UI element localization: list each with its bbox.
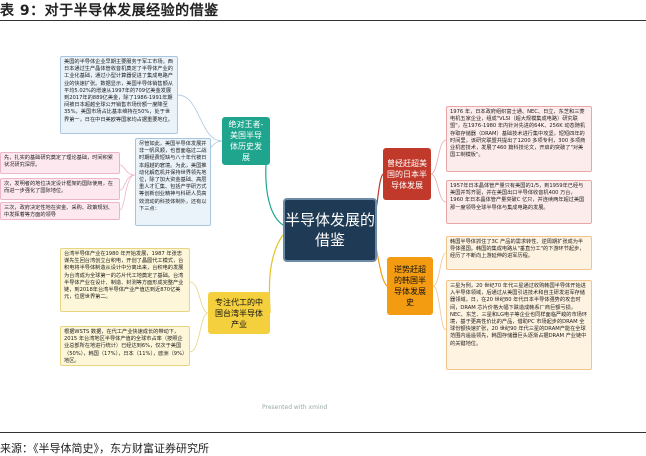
us-side-leaf-research: 先，扎实的基础研究奠定了理论基础，时间积累状况研究深厚。 — [0, 152, 120, 174]
taiwan-leaf-wsts: 根据WSTS 数据，在代工产业快速成长的带动下，2015 年台湾地区半导体产值的… — [60, 326, 190, 366]
japan-leaf-vlsi: 1976 年，日本政府组织富士通、NEC、日立、东芝和三菱电机五家企业，组成"V… — [446, 106, 592, 172]
korea-leaf-samsung: 三星为例，20 世纪70 年代三星通过收购韩国半导体开始进入半导体领域，后通过从… — [446, 280, 592, 370]
korea-leaf-overview: 韩国半导体抓住了3C 产品的需求转性、逆周期扩张成为半导体强国。韩国的集成电路从… — [446, 236, 592, 270]
us-side-leaf-standards: 次，发明者的地位决定设计框架的国际使用，在而进一步强化了国际地位。 — [0, 178, 120, 200]
us-side-leaf-government: 三次，政府决定性地在资金、采购、政策规划、中发挥着等方面的领导 — [0, 202, 120, 220]
figure-title: 表 9：对于半导体发展经验的借鉴 — [0, 3, 219, 19]
japan-leaf-transistor: 1957年日本晶体管产量只有美国的1/5，到1959年已经与美国并驾齐驱，并在美… — [446, 180, 592, 224]
us-leaf-history: 美国的半导体企业早期主要服务于军工市场。西日本通过生产晶体管收音机奠定了半导体产… — [60, 56, 178, 134]
branch-us: 绝对王者-美国半导体历史发展 — [222, 117, 270, 165]
watermark: Presented with xmind — [262, 404, 328, 411]
figure-source: 来源：《半导体简史》，东方财富证券研究所 — [0, 442, 209, 455]
source-rule — [0, 432, 646, 433]
us-leaf-challenges: 尽管如此，美国半导体发展并非一帆风顺，也曾面临过二战时期经费短缺与八十年代被日本… — [135, 138, 211, 226]
branch-korea: 逆势赶超的韩国半导体发展史 — [387, 257, 433, 315]
branch-japan: 曾经赶超美国的日本半导体发展 — [383, 148, 431, 200]
title-rule — [0, 20, 646, 21]
taiwan-leaf-history: 台湾半导体产业在1980 年开始发展，1987 年张忠谋先生回台湾创立台积电，开… — [60, 248, 190, 312]
branch-taiwan: 专注代工的中国台湾半导体产业 — [208, 292, 270, 334]
center-node: 半导体发展的借鉴 — [283, 198, 377, 262]
